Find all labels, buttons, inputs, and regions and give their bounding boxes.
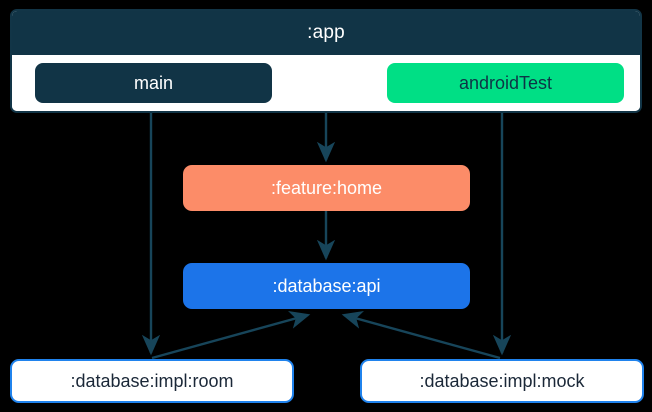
cluster-app-title: :app bbox=[12, 11, 640, 55]
node-source-set-androidtest[interactable]: androidTest bbox=[387, 63, 624, 103]
cluster-app-body: main androidTest bbox=[12, 55, 640, 111]
node-feature-home[interactable]: :feature:home bbox=[183, 165, 470, 211]
edge-impl-mock-to-database-api bbox=[341, 311, 501, 360]
node-database-api[interactable]: :database:api bbox=[183, 263, 470, 309]
cluster-app[interactable]: :app main androidTest bbox=[10, 9, 642, 113]
node-source-set-main[interactable]: main bbox=[35, 63, 272, 103]
node-database-impl-room[interactable]: :database:impl:room bbox=[10, 359, 294, 403]
node-database-impl-mock[interactable]: :database:impl:mock bbox=[360, 359, 644, 403]
edge-impl-room-to-database-api bbox=[151, 311, 311, 360]
